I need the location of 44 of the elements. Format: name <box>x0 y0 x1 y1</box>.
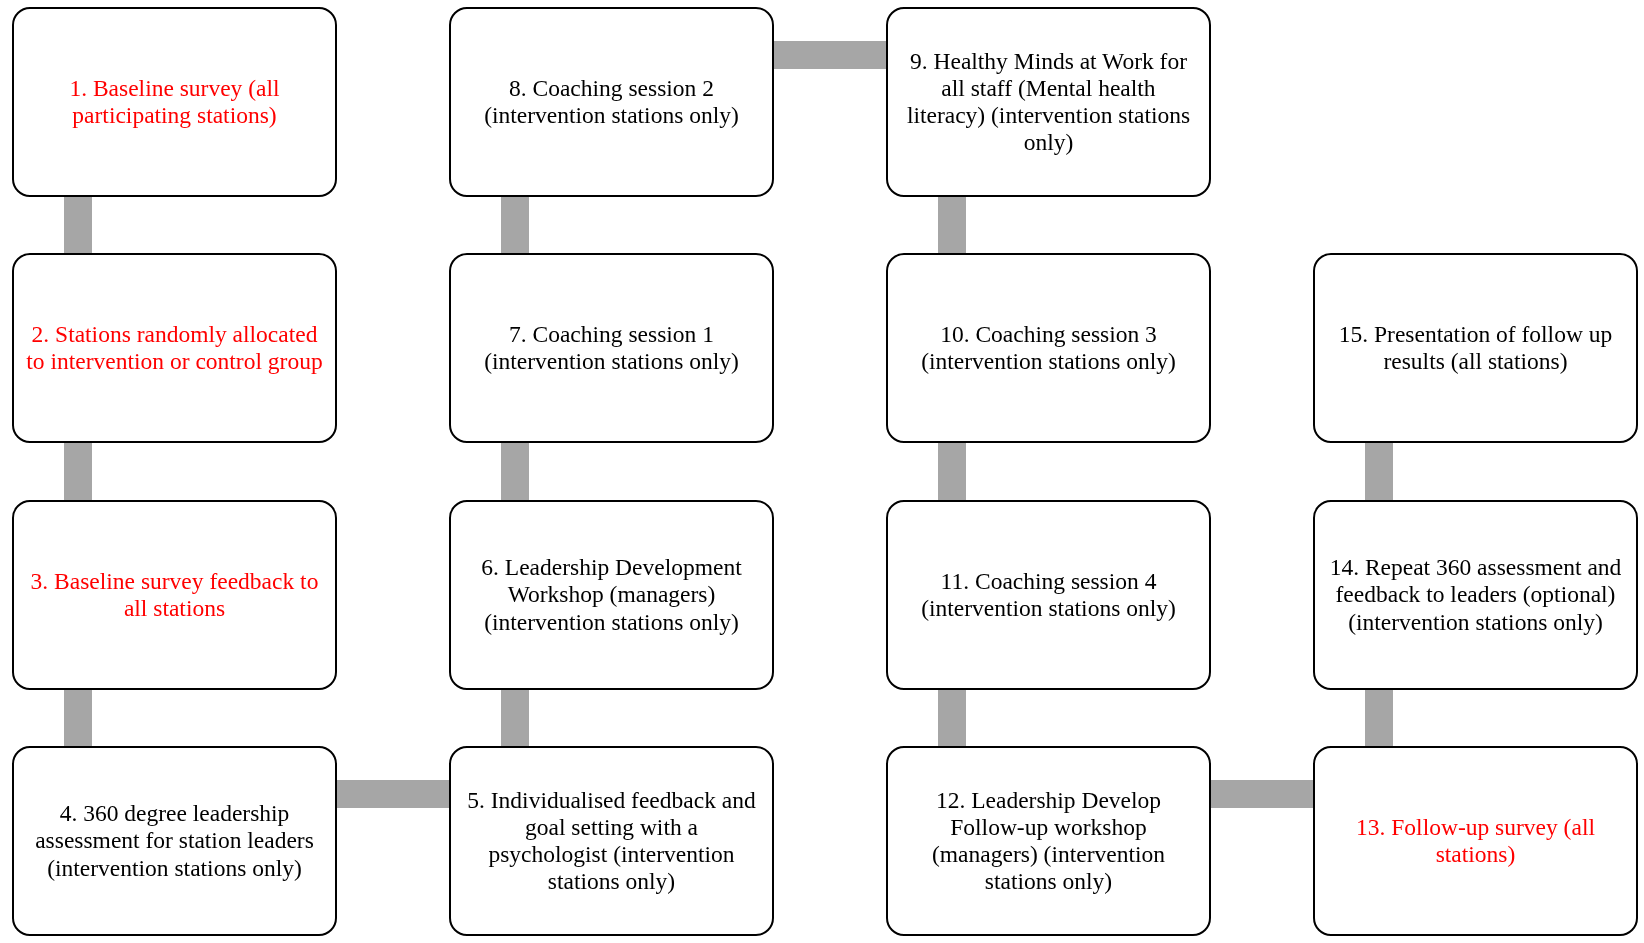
step-text: 10. Coaching session 3 (intervention stations only) <box>920 321 1177 375</box>
process-box <box>449 746 774 936</box>
process-box <box>1313 500 1638 690</box>
process-box <box>1313 253 1638 443</box>
step-text: 11. Coaching session 4 (intervention stations only) <box>920 568 1177 622</box>
process-box <box>449 7 774 197</box>
connector-bar <box>1211 780 1313 808</box>
connector-bar <box>501 443 529 500</box>
process-box <box>449 253 774 443</box>
connector-bar <box>337 780 449 808</box>
step-text: 12. Leadership Develop Follow-up workshop (managers) (intervention stations only) <box>931 786 1166 896</box>
process-box <box>886 7 1211 197</box>
connector-bar <box>501 690 529 746</box>
process-box <box>449 500 774 690</box>
connector-bar <box>64 690 92 746</box>
connector-bar <box>1365 690 1393 746</box>
connector-bar <box>1365 443 1393 500</box>
process-box <box>12 7 337 197</box>
connector-bar <box>64 443 92 500</box>
connector-bar <box>774 41 886 69</box>
step-text: 8. Coaching session 2 (intervention stations only) <box>483 75 740 129</box>
process-box <box>12 500 337 690</box>
connector-bar <box>938 443 966 500</box>
connector-bar <box>938 197 966 253</box>
connector-bar <box>501 197 529 253</box>
step-text: 2. Stations randomly allocated to intervention or control group <box>26 321 323 375</box>
step-text: 9. Healthy Minds at Work for all staff (Mental health literacy) (intervention stations only) <box>905 47 1192 157</box>
step-text: 13. Follow-up survey (all stations) <box>1355 814 1596 868</box>
process-box <box>886 253 1211 443</box>
step-text: 5. Individualised feedback and goal setting with a psychologist (intervention stations only) <box>466 786 757 896</box>
step-text: 4. 360 degree leadership assessment for station leaders (intervention stations only) <box>34 800 315 882</box>
connector-bar <box>64 197 92 253</box>
step-text: 3. Baseline survey feedback to all stations <box>29 568 320 622</box>
step-text: 7. Coaching session 1 (intervention stations only) <box>483 321 740 375</box>
process-box <box>886 500 1211 690</box>
process-box <box>12 253 337 443</box>
step-text: 14. Repeat 360 assessment and feedback to leaders (optional) (intervention stations only) <box>1328 554 1623 636</box>
step-text: 6. Leadership Development Workshop (managers) (intervention stations only) <box>480 554 743 636</box>
process-box <box>886 746 1211 936</box>
step-text: 15. Presentation of follow up results (all stations) <box>1337 321 1614 375</box>
connector-bar <box>938 690 966 746</box>
step-text: 1. Baseline survey (all participating stations) <box>68 75 281 129</box>
process-box <box>12 746 337 936</box>
process-box <box>1313 746 1638 936</box>
